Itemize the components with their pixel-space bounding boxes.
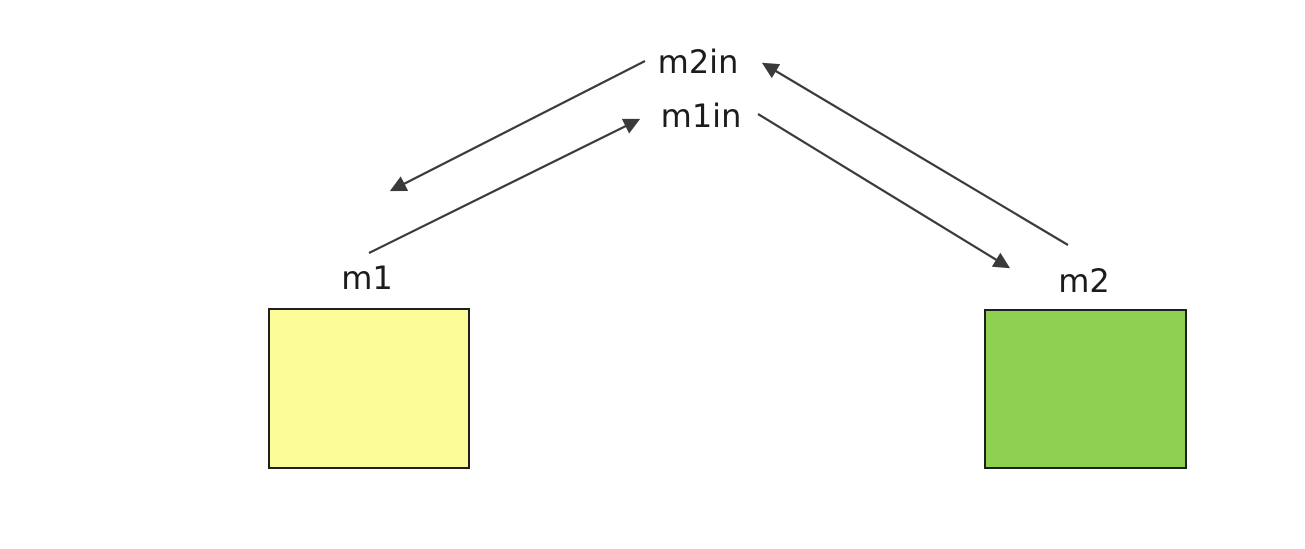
arrow-m2in-to-m1 xyxy=(389,60,646,192)
node-m1-box xyxy=(268,308,470,469)
arrow-m1-to-m1in xyxy=(368,118,641,254)
node-m2-box xyxy=(984,309,1187,469)
node-label-m2: m2 xyxy=(1058,262,1110,300)
arrow-m1in-to-m2 xyxy=(757,113,1011,269)
node-label-m1: m1 xyxy=(341,259,393,297)
message-label-m1in: m1in xyxy=(660,97,742,135)
arrow-m2-to-m2in xyxy=(761,62,1069,246)
message-label-m2in: m2in xyxy=(657,43,739,81)
